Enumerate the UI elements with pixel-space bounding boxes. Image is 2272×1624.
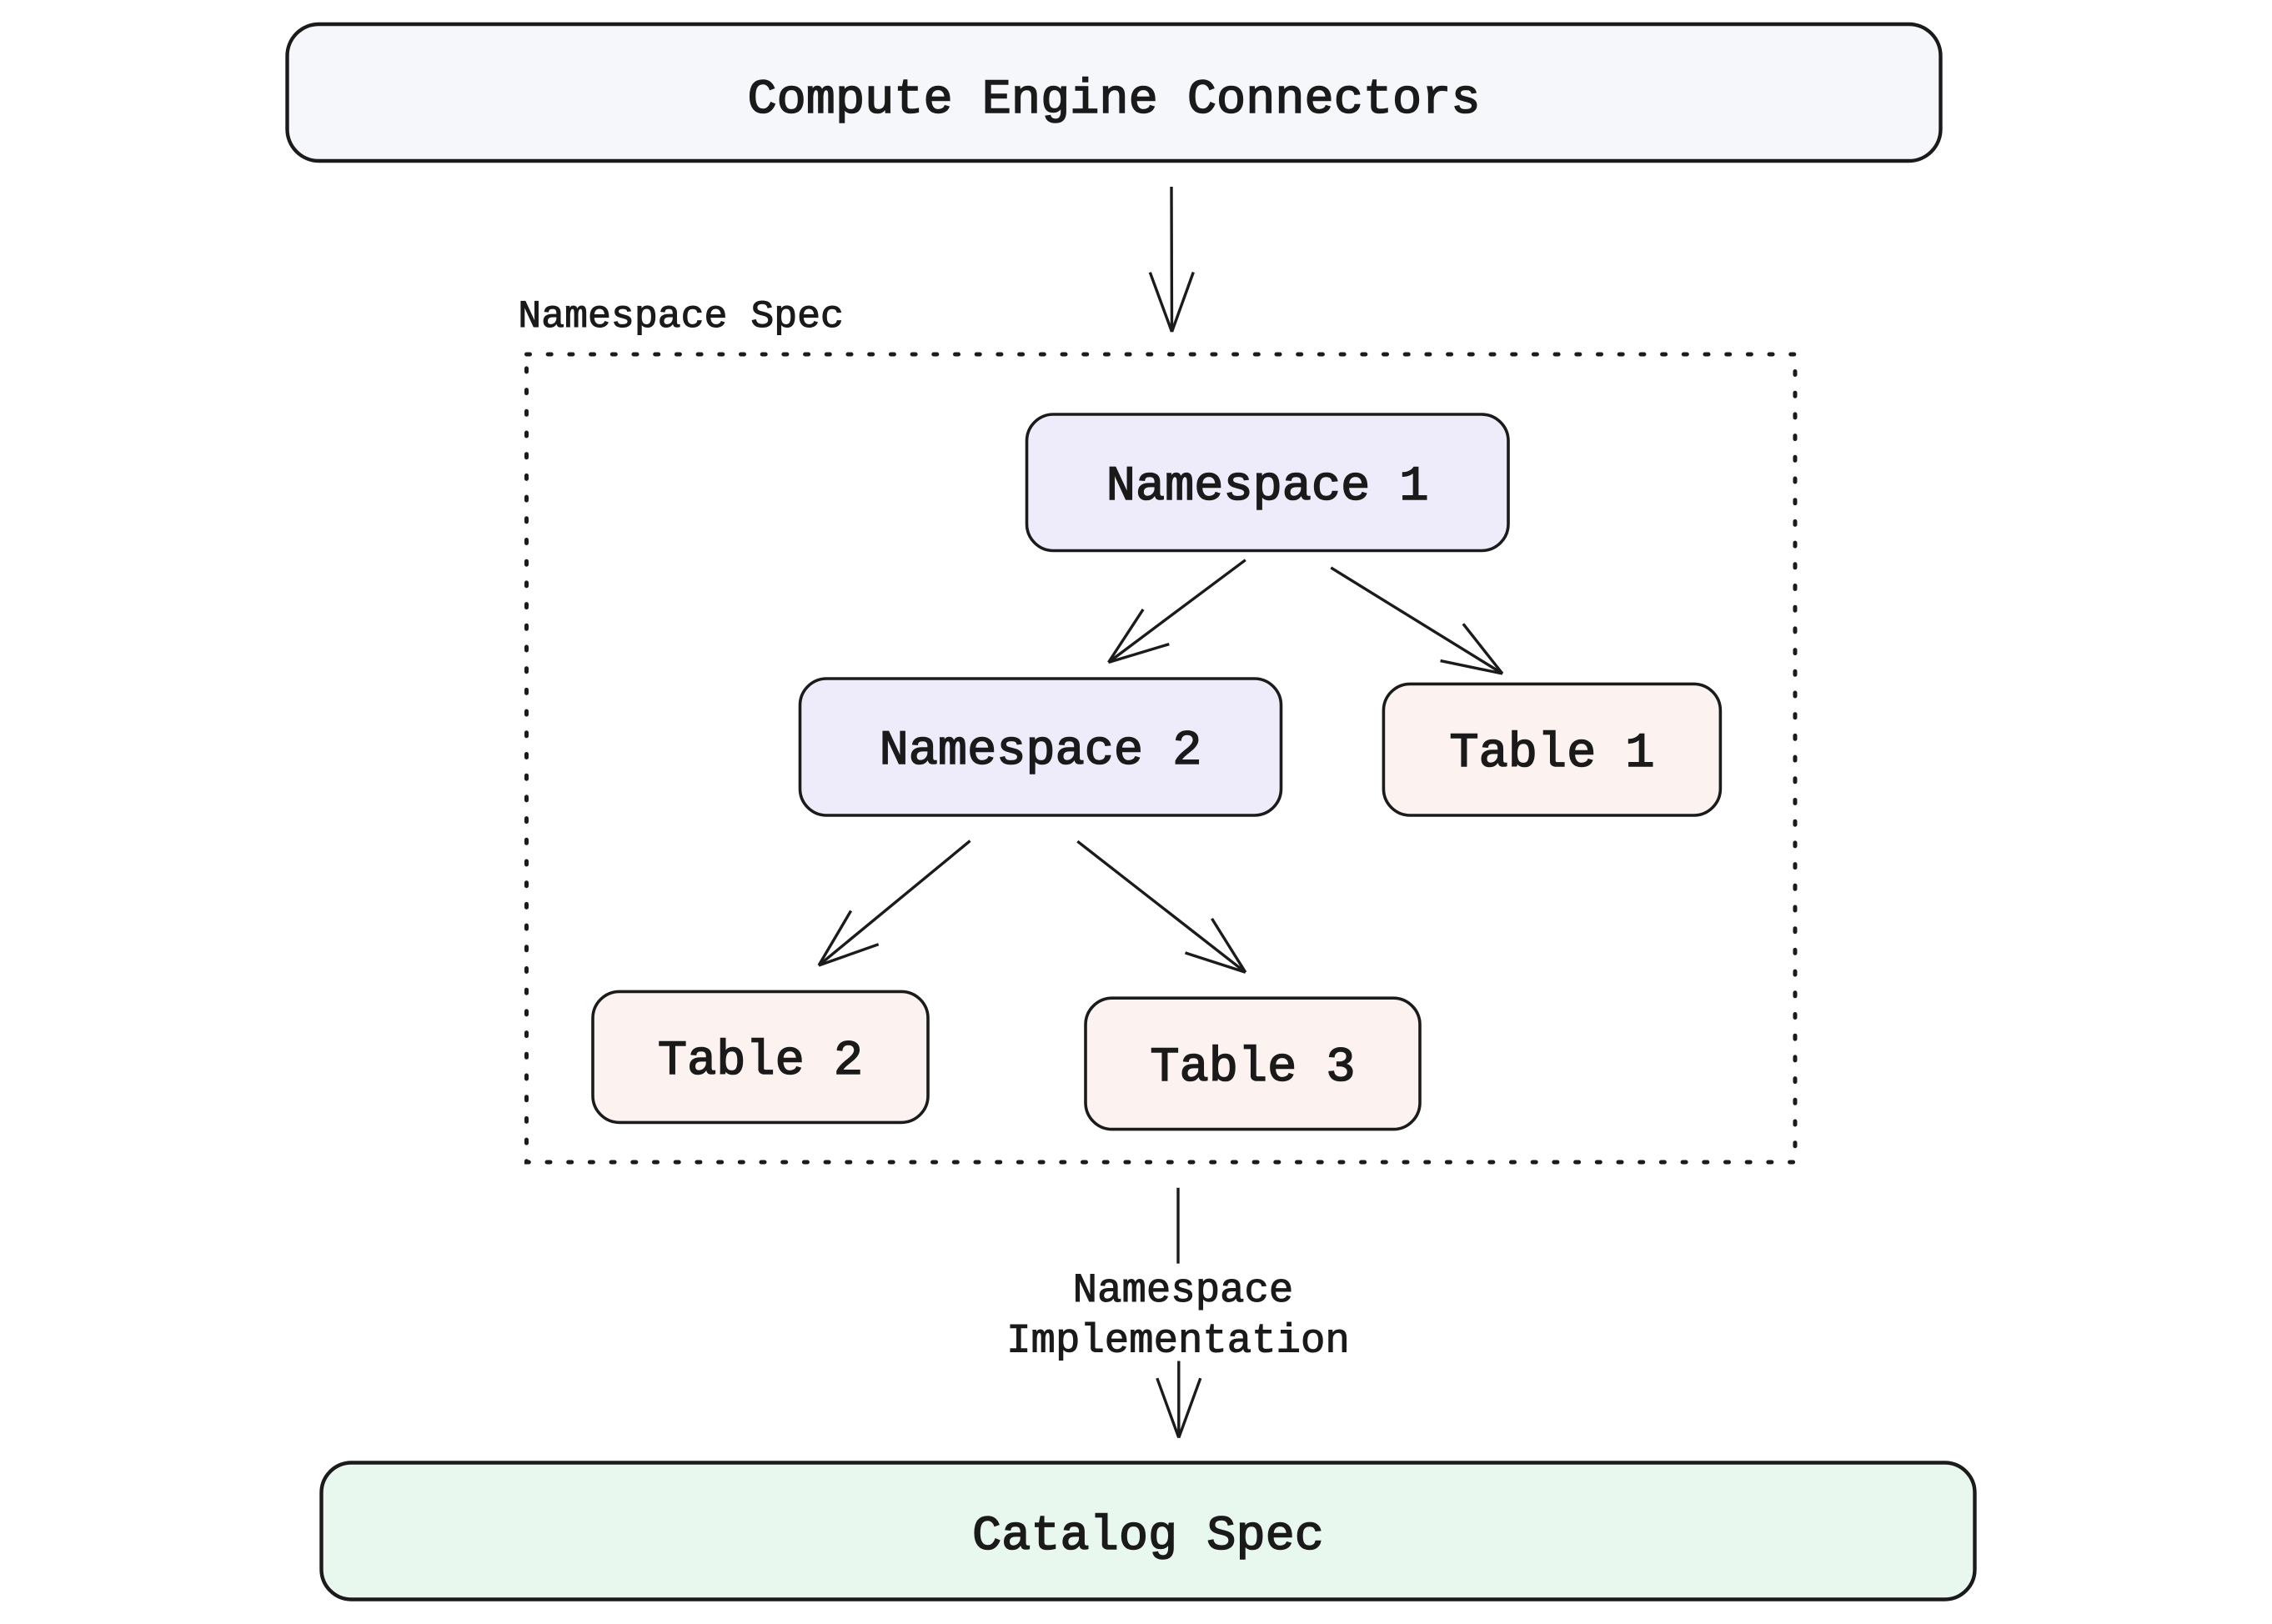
- svg-text:Table 2: Table 2: [658, 1033, 863, 1089]
- svg-text:Namespace Spec: Namespace Spec: [518, 294, 844, 338]
- svg-text:Table 3: Table 3: [1150, 1040, 1355, 1095]
- svg-text:Namespace: Namespace: [1073, 1267, 1294, 1314]
- svg-text:Namespace 1: Namespace 1: [1106, 459, 1429, 514]
- svg-text:Namespace 2: Namespace 2: [880, 723, 1202, 779]
- svg-text:Implementation: Implementation: [1006, 1318, 1350, 1365]
- svg-text:Table 1: Table 1: [1449, 725, 1654, 781]
- svg-text:Compute Engine Connectors: Compute Engine Connectors: [747, 72, 1480, 128]
- svg-text:Catalog Spec: Catalog Spec: [972, 1508, 1324, 1564]
